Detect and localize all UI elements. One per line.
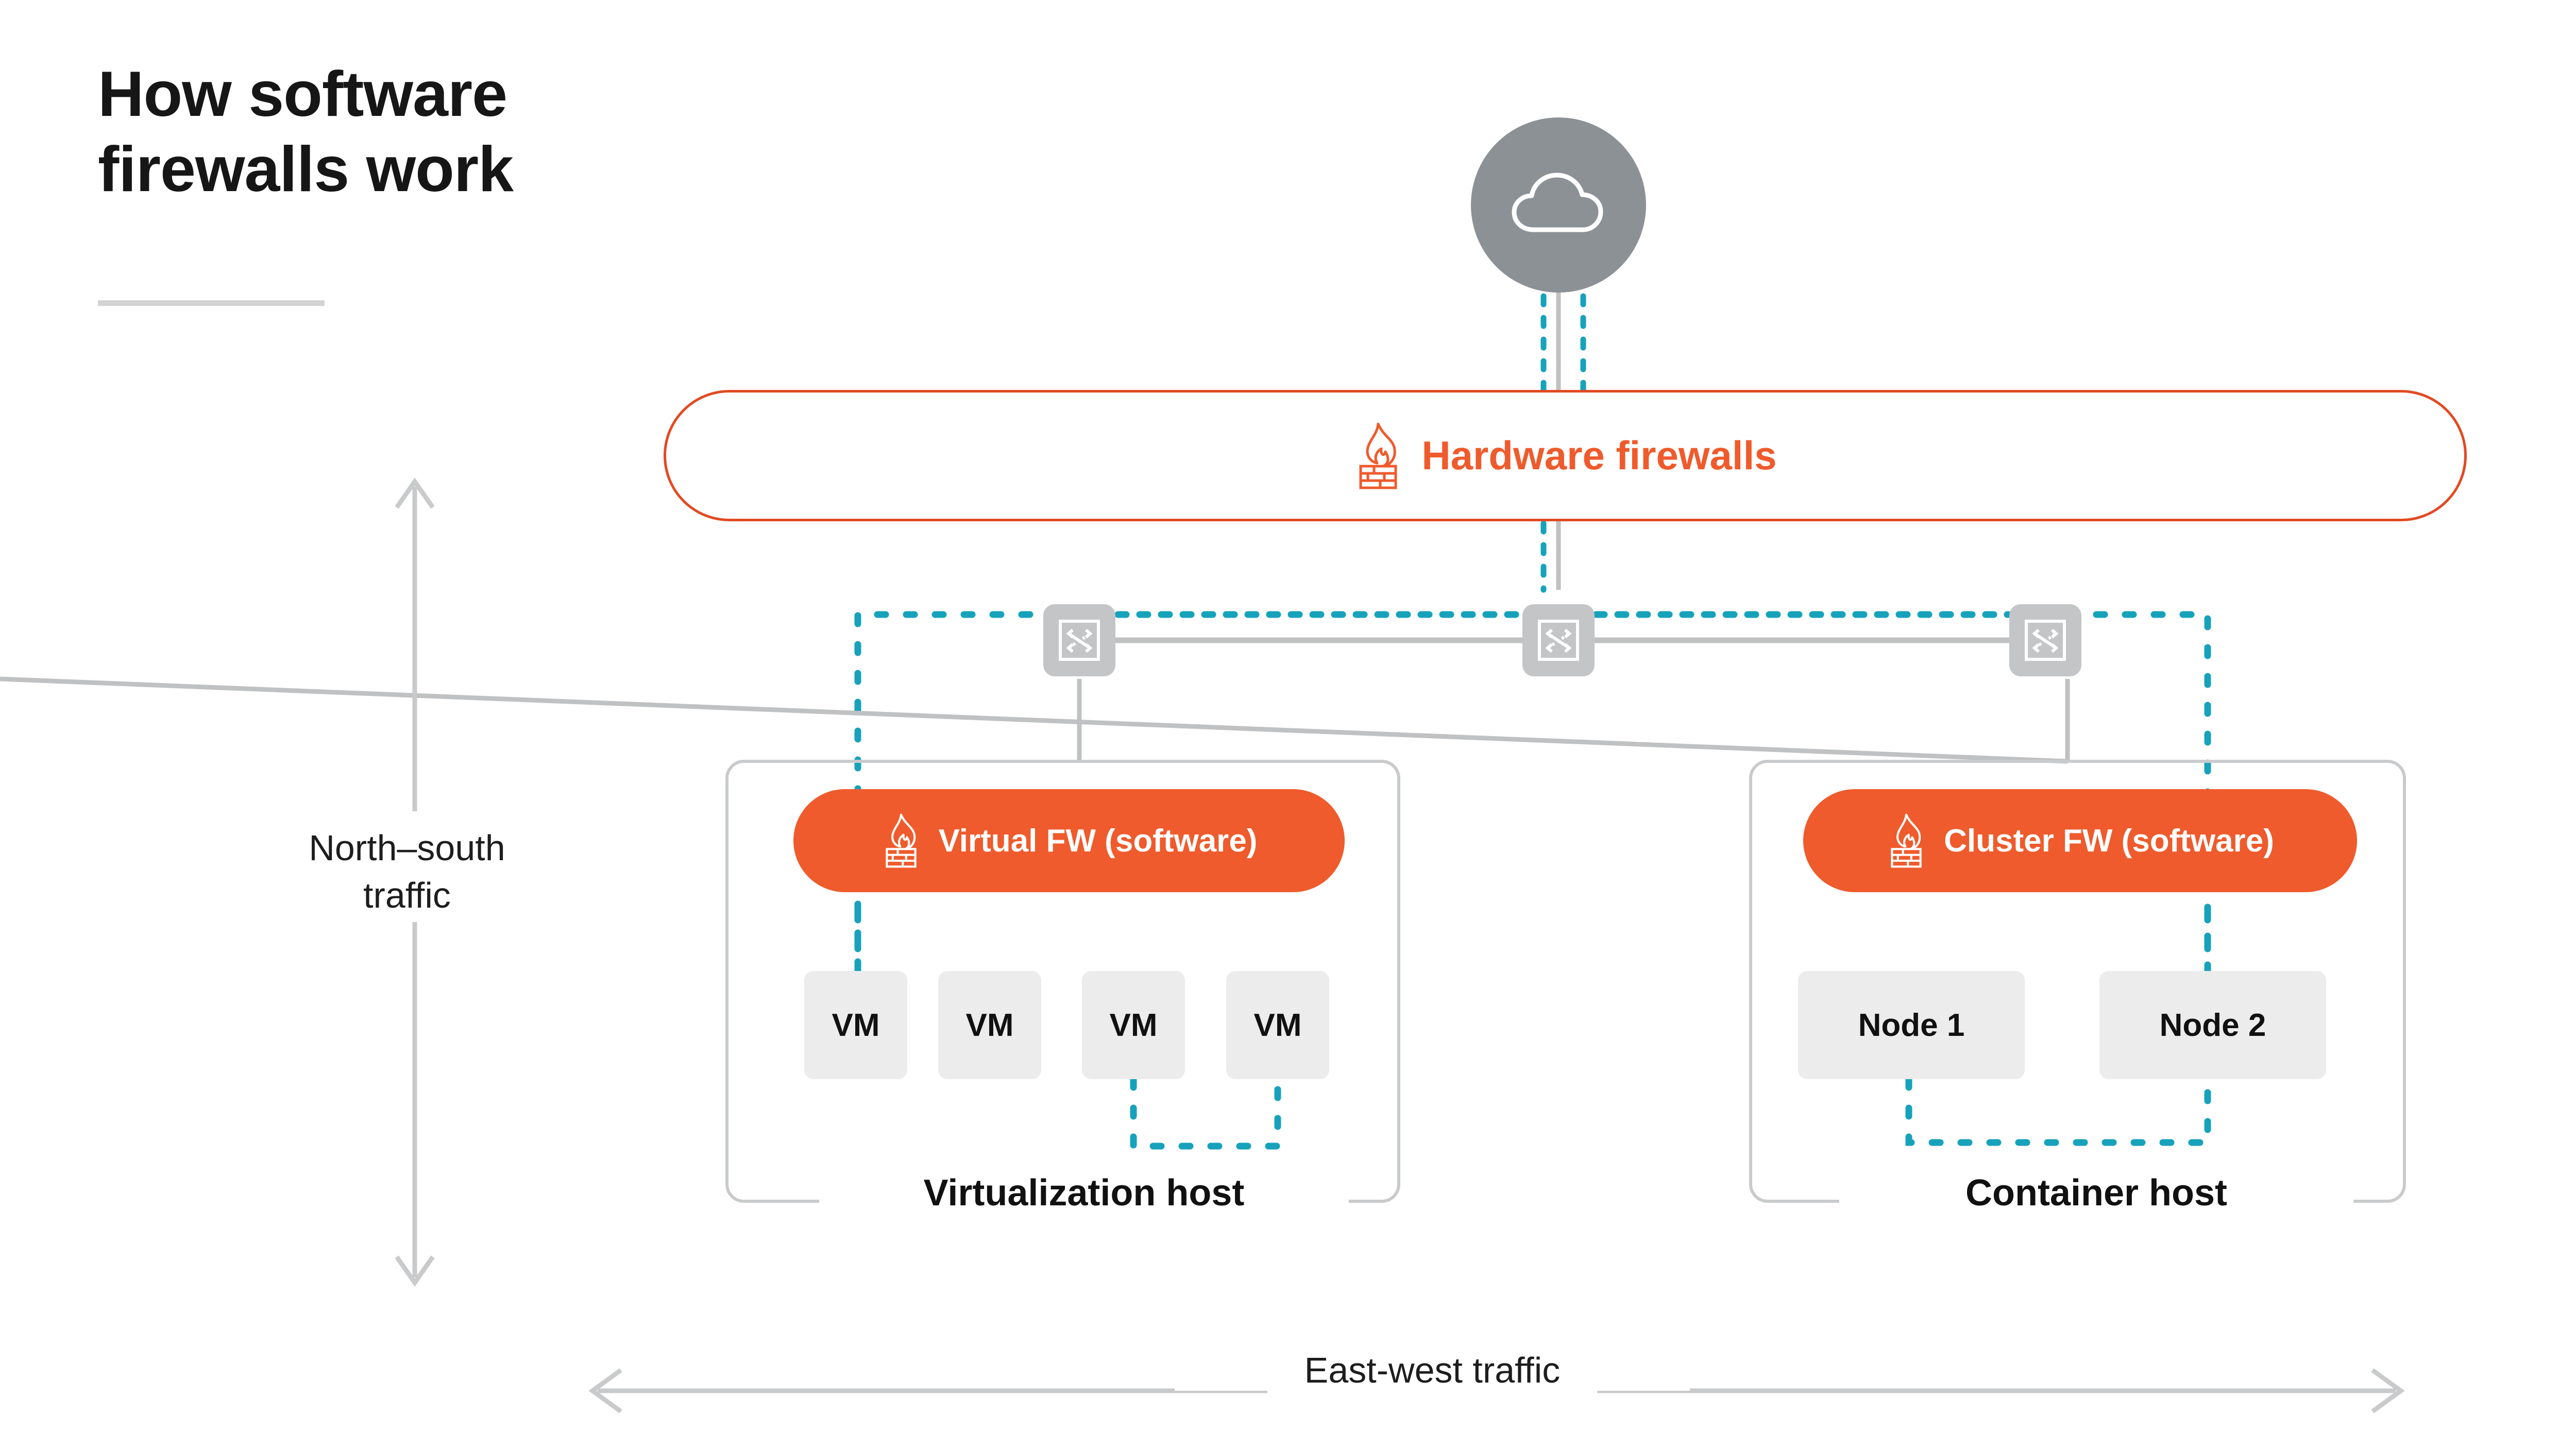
vm-chip-1[interactable]: VM	[804, 971, 907, 1079]
vm-chip-label: VM	[965, 1007, 1014, 1043]
virtual-firewall-label: Virtual FW (software)	[938, 823, 1258, 859]
north-south-traffic-label: North–south traffic	[216, 824, 598, 919]
cluster-firewall-pill[interactable]: Cluster FW (software)	[1803, 789, 2357, 892]
vm-chip-4[interactable]: VM	[1226, 971, 1329, 1079]
hardware-firewall-bar[interactable]: Hardware firewalls	[664, 390, 2467, 521]
firewall-flame-icon	[1891, 813, 1922, 868]
cloud-node	[1471, 117, 1646, 293]
node-chip-1[interactable]: Node 1	[1798, 971, 2025, 1079]
cluster-firewall-label: Cluster FW (software)	[1944, 823, 2274, 859]
network-switch-icon	[1538, 620, 1579, 661]
network-switch-icon	[2025, 620, 2066, 661]
cloud-icon	[1512, 173, 1603, 232]
firewall-flame-icon	[885, 813, 917, 868]
vm-chip-3[interactable]: VM	[1082, 971, 1185, 1079]
title-underline-rule	[98, 300, 325, 306]
virtualization-host-label: Virtualization host	[819, 1172, 1349, 1214]
title-line-2: firewalls work	[98, 134, 514, 206]
network-switch-icon	[1059, 620, 1100, 661]
north-south-line-1: North–south	[309, 828, 505, 868]
node-chip-label: Node 1	[1858, 1007, 1965, 1043]
vm-chip-2[interactable]: VM	[938, 971, 1041, 1079]
container-host-label: Container host	[1839, 1172, 2353, 1214]
switch-center[interactable]	[1522, 604, 1595, 676]
switch-right[interactable]	[2009, 604, 2081, 676]
switch-left[interactable]	[1043, 604, 1115, 676]
vm-chip-label: VM	[1109, 1007, 1158, 1043]
hardware-firewall-label: Hardware firewalls	[1421, 433, 1777, 478]
north-south-line-2: traffic	[363, 875, 451, 916]
node-chip-2[interactable]: Node 2	[2099, 971, 2326, 1079]
node-chip-label: Node 2	[2159, 1007, 2266, 1043]
east-west-traffic-label: East-west traffic	[1175, 1350, 1690, 1391]
title-line-1: How software	[98, 59, 507, 130]
page-title: How software firewalls work	[98, 57, 716, 208]
vm-chip-label: VM	[1253, 1007, 1302, 1043]
firewall-flame-icon	[1359, 422, 1397, 489]
cloud-disc	[1471, 117, 1646, 293]
vm-chip-label: VM	[832, 1007, 880, 1043]
virtual-firewall-pill[interactable]: Virtual FW (software)	[793, 789, 1345, 892]
